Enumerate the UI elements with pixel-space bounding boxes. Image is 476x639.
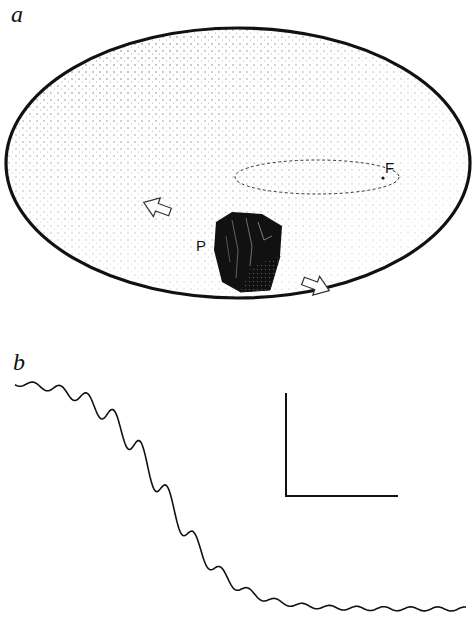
motion-arrow: [300, 272, 333, 300]
motion-arrow: [140, 193, 173, 221]
signal-trace: [15, 382, 466, 611]
scale-bar: [286, 393, 398, 496]
focus-dot: [381, 176, 384, 179]
chamber-outline: [6, 28, 470, 298]
part-label: F: [385, 160, 394, 175]
stipple-fill: [0, 20, 476, 320]
panel-label: a: [11, 2, 23, 26]
object-p: [214, 212, 282, 292]
dashed-field: [235, 160, 399, 194]
part-label: P: [196, 238, 206, 253]
panel-label: b: [13, 350, 25, 374]
